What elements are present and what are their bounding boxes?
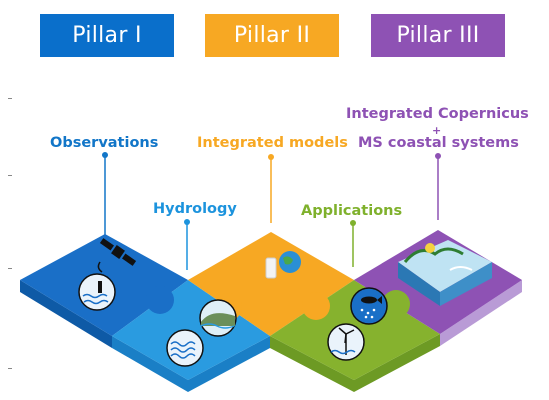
waves-icon: [166, 329, 204, 367]
hydrology-label: Hydrology: [153, 201, 237, 217]
knob-models-right: [302, 292, 330, 320]
copernicus-edge: [440, 280, 522, 346]
observations-label: Observations: [50, 135, 159, 151]
knob-observations: [146, 286, 174, 314]
fish-icon: [350, 287, 388, 325]
pillar-2-label: Pillar II: [233, 23, 311, 48]
integrated-models-piece: [188, 232, 354, 336]
pillar-3-label: Pillar III: [396, 23, 480, 48]
connector-dots: [102, 152, 441, 226]
globe-icon: [265, 251, 301, 279]
hydrology-edge: [112, 336, 270, 392]
left-edge-marks: [8, 98, 12, 369]
integrated-models-label: Integrated models: [197, 135, 348, 151]
buoy-icon: [78, 273, 116, 311]
applications-edge: [270, 334, 440, 392]
pillar-1-label: Pillar I: [72, 23, 142, 48]
satellite-icon: [99, 238, 137, 266]
copernicus-label: Integrated Copernicus: [346, 106, 529, 122]
coast-icon: [199, 299, 237, 337]
connector-lines: [104, 155, 439, 270]
pillar-3-box: Pillar III: [371, 14, 505, 57]
observations-edge: [20, 280, 112, 348]
wind-turbine-icon: [327, 323, 365, 361]
coastal-system-icon: [398, 240, 492, 306]
applications-label: Applications: [301, 203, 403, 219]
copernicus-plus: +: [432, 124, 442, 137]
knob-applications: [382, 290, 410, 318]
pillar-1-box: Pillar I: [40, 14, 174, 57]
pillar-2-box: Pillar II: [205, 14, 339, 57]
ms-coastal-label: MS coastal systems: [358, 135, 519, 151]
hydrology-piece: [112, 280, 270, 380]
